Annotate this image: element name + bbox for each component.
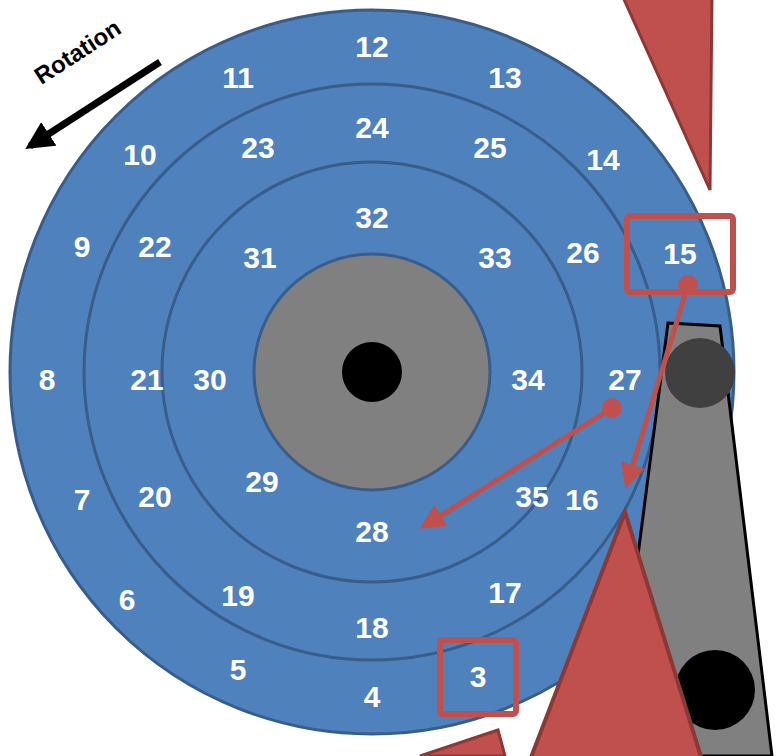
sector-number: 7 — [74, 485, 91, 515]
track-boundary — [162, 162, 582, 582]
sector-number: 25 — [473, 133, 506, 163]
sector-number: 26 — [566, 238, 599, 268]
sector-number: 3 — [470, 662, 487, 692]
sector-number: 28 — [355, 517, 388, 547]
sector-number: 27 — [608, 365, 641, 395]
sector-number: 22 — [138, 232, 171, 262]
spindle — [342, 342, 402, 402]
arm-head — [665, 338, 735, 408]
hub — [254, 254, 490, 490]
sector-number: 23 — [241, 133, 274, 163]
highlight-box: 15 — [624, 213, 736, 295]
sector-number: 19 — [221, 581, 254, 611]
sector-number: 17 — [488, 578, 521, 608]
sector-number: 4 — [364, 682, 381, 712]
sector-number: 15 — [663, 239, 696, 269]
sector-number: 24 — [355, 113, 388, 143]
sector-number: 21 — [130, 365, 163, 395]
sector-number: 13 — [488, 63, 521, 93]
track-boundary — [84, 84, 660, 660]
sector-number: 16 — [565, 485, 598, 515]
sector-number: 33 — [478, 243, 511, 273]
sector-number: 32 — [355, 203, 388, 233]
sector-number: 14 — [586, 145, 619, 175]
sector-number: 20 — [138, 482, 171, 512]
sector-number: 34 — [511, 365, 544, 395]
sector-number: 5 — [230, 655, 247, 685]
rotation-label: Rotation — [31, 15, 126, 88]
pointer-triangle — [622, 0, 712, 190]
pointer-triangle — [530, 512, 702, 756]
seek-arrow — [424, 408, 612, 526]
sector-number: 11 — [222, 63, 254, 93]
sector-number: 31 — [243, 243, 276, 273]
sector-number: 8 — [39, 365, 56, 395]
seek-dot — [602, 398, 622, 418]
sector-number: 6 — [119, 585, 136, 615]
sector-number: 30 — [193, 365, 226, 395]
sector-number: 35 — [515, 482, 548, 512]
highlight-box: 3 — [437, 637, 519, 717]
sector-number: 12 — [355, 32, 388, 62]
sector-number: 18 — [355, 613, 388, 643]
sector-number: 10 — [123, 140, 156, 170]
sector-number: 9 — [74, 232, 91, 262]
sector-number: 29 — [245, 467, 278, 497]
pointer-triangle — [420, 730, 505, 756]
